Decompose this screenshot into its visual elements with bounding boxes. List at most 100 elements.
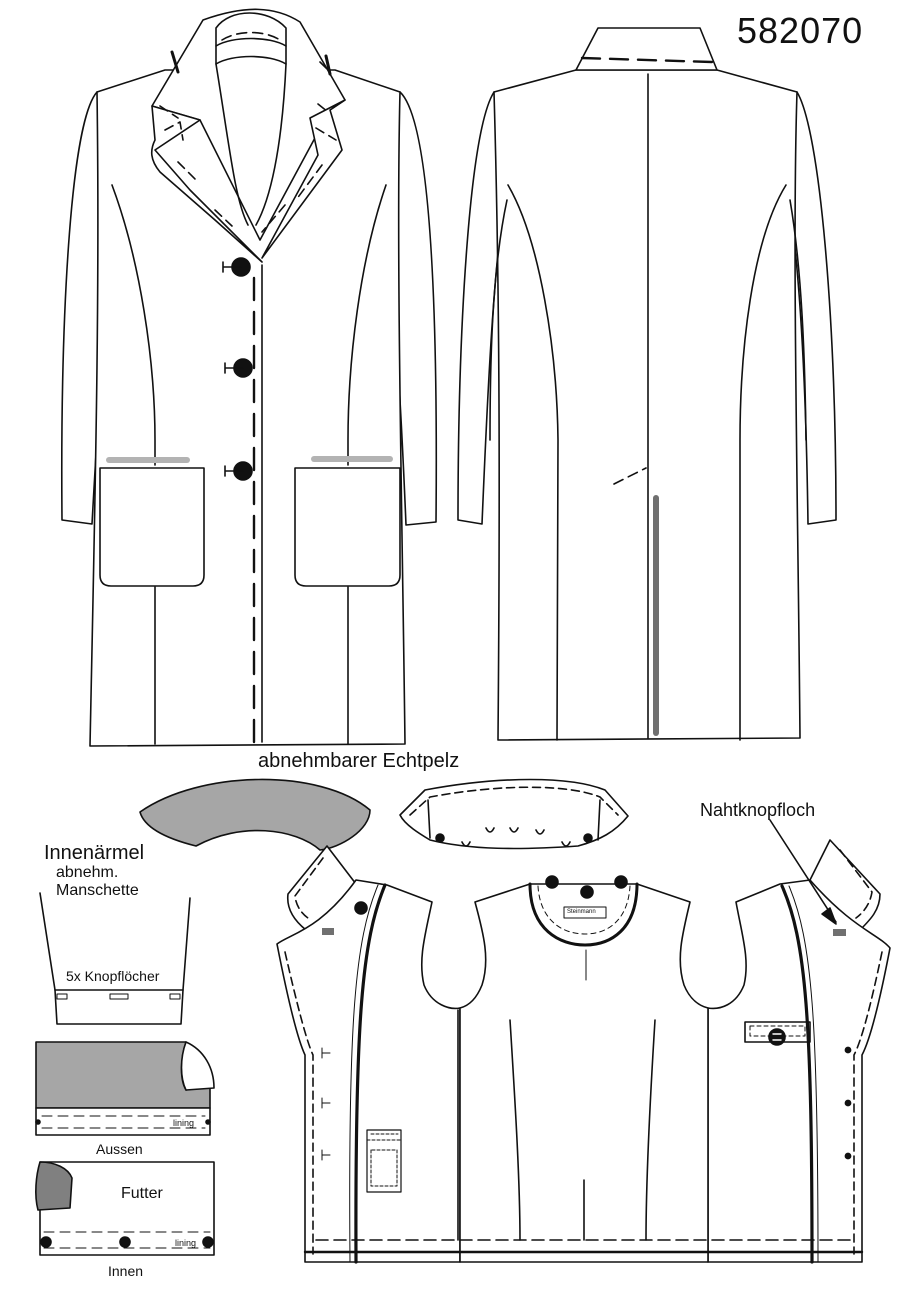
inside-neck-facing-inner [537, 885, 631, 935]
label-cuff: Manschette [56, 882, 139, 899]
cuff-buttonhole-2 [109, 993, 129, 1000]
inside-right-button-3 [844, 1152, 852, 1160]
inside-right-shoulder-tab [833, 929, 846, 936]
back-collar [575, 27, 718, 71]
front-buttonhole-3 [224, 465, 244, 477]
inside-right-edge-topstitch [853, 951, 883, 1255]
front-inner-neck [215, 45, 287, 65]
front-buttonhole-1 [222, 261, 242, 273]
label-seam-buttonhole: Nahtknopfloch [700, 800, 816, 820]
label-lining-title: Futter [121, 1185, 163, 1202]
under-collar-topstitch [409, 786, 619, 816]
cuff-outside-snap-right [205, 1119, 211, 1125]
front-left-princess-seam [111, 184, 156, 466]
front-collar-stand-topstitch [221, 31, 281, 41]
inner-sleeve-detail [39, 892, 191, 1025]
inside-left-front-panel [276, 879, 461, 1263]
style-number-title: 582070 [737, 10, 864, 51]
label-outside: Aussen [96, 1141, 143, 1157]
front-right-notch-mark [324, 54, 332, 76]
cuff-outside-fold [180, 1041, 215, 1091]
front-right-pocket [294, 467, 401, 587]
inside-left-shoulder-button [354, 901, 368, 915]
front-left-pocket [99, 467, 205, 587]
cuff-outside-view [35, 1041, 215, 1136]
cuff-inside-button-1 [40, 1236, 52, 1248]
back-body-outline [493, 69, 801, 741]
label-inner-sleeve: Innenärmel [44, 842, 145, 864]
cuff-inside-stitch [43, 1231, 211, 1249]
front-left-lapel [150, 105, 263, 263]
label-lining-outside: lining [173, 1118, 195, 1128]
fur-collar-piece [139, 778, 371, 851]
inside-neck-button-left [545, 875, 559, 889]
inside-neck-button-center [580, 885, 594, 899]
cuff-inside-fur-tip [35, 1161, 73, 1211]
inside-left-edge-topstitch [284, 951, 314, 1255]
front-right-lapel [261, 99, 346, 259]
front-left-lapel-topstitch [159, 105, 233, 227]
back-left-princess-seam [507, 184, 559, 741]
inside-left-facing-seam [354, 883, 387, 1264]
inside-pocket-button-holes [772, 1033, 782, 1041]
cuff-inside-view [35, 1161, 215, 1256]
under-collar-inner-line [427, 799, 601, 841]
back-vent-tack [613, 467, 647, 485]
inside-neck-facing [528, 882, 639, 947]
cuff-inside-button-2 [119, 1236, 131, 1248]
inside-back-right-seam [645, 1019, 656, 1241]
arrow-to-buttonhole [769, 819, 837, 923]
inside-right-sleeve-topstitch [839, 849, 873, 919]
inside-right-facing-seam [780, 884, 814, 1264]
back-right-princess-seam [739, 184, 787, 741]
inside-back-left-seam [509, 1019, 521, 1241]
back-left-inner-seam [489, 199, 508, 441]
back-collar-topstitch [580, 56, 714, 64]
label-inside: Innen [108, 1263, 144, 1279]
inside-neck-button-right [614, 875, 628, 889]
under-collar-outline [399, 778, 629, 850]
inside-brand-label [563, 906, 607, 919]
label-lining-inside: lining [175, 1238, 197, 1248]
under-collar-piece [399, 778, 629, 850]
front-left-collar [151, 8, 346, 241]
inside-left-shoulder-tab [322, 928, 334, 935]
label-detachable: abnehm. [56, 864, 119, 881]
under-collar-button-right [583, 833, 593, 843]
inside-right-front-panel [707, 879, 891, 1263]
inside-phone-pocket-detail [366, 1133, 402, 1187]
cuff-outline [39, 892, 191, 1025]
front-right-princess-seam [347, 184, 387, 466]
inside-left-facing-seam-2 [349, 884, 379, 1263]
back-right-sleeve [785, 91, 837, 525]
inside-back-panel [459, 883, 709, 1263]
cuff-buttonhole-3 [169, 993, 181, 1000]
coat-front-view [61, 8, 438, 747]
coat-inside-view [276, 819, 891, 1264]
inside-right-button-2 [844, 1099, 852, 1107]
front-collar-stand [215, 12, 287, 47]
cuff-outside-stitch [41, 1115, 206, 1129]
inside-pocket-button [768, 1028, 786, 1046]
inside-right-facing-seam-2 [788, 885, 819, 1263]
under-collar-button-left [435, 833, 445, 843]
inside-right-button-1 [844, 1046, 852, 1054]
front-left-notch-mark [170, 50, 180, 74]
cuff-inside-button-3 [202, 1236, 214, 1248]
back-right-inner-seam [789, 199, 807, 441]
under-collar-loops [461, 827, 571, 847]
label-buttonholes: 5x Knopflöcher [66, 968, 160, 984]
cuff-buttonhole-1 [56, 993, 68, 1000]
coat-back-view [457, 27, 837, 741]
front-inner-neck-curve [215, 63, 287, 226]
inside-left-buttonhole-marks [321, 1047, 331, 1161]
label-detachable-fur: abnehmbarer Echtpelz [258, 750, 460, 772]
arrow-head [821, 907, 837, 925]
inside-phone-pocket [366, 1129, 402, 1193]
inside-left-sleeve-topstitch [294, 857, 324, 919]
cuff-outside-snap-left [35, 1119, 41, 1125]
front-right-lapel-topstitch [261, 61, 337, 233]
front-buttonhole-2 [224, 362, 244, 374]
label-brand-tag: Steinmann [567, 909, 596, 915]
